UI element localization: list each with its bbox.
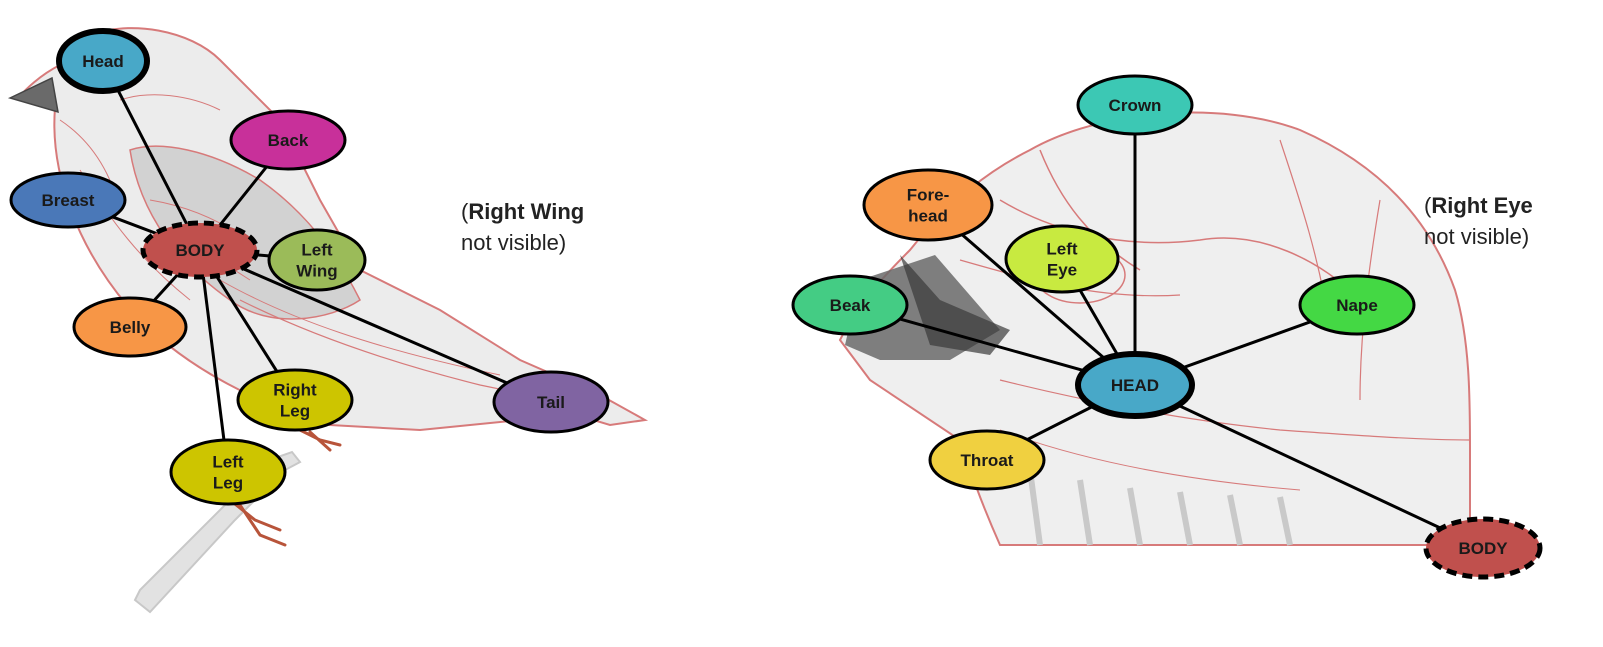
note-right-eye: (Right Eye not visible) xyxy=(1424,190,1533,252)
node-label: Leg xyxy=(280,402,310,421)
node-ellipse xyxy=(236,368,354,432)
note-rest: not visible) xyxy=(461,230,567,255)
node-belly: Belly xyxy=(72,296,188,358)
node-beak: Beak xyxy=(791,274,909,336)
node-ellipse xyxy=(9,171,127,229)
edge-body-tail xyxy=(199,248,552,404)
node-label: Nape xyxy=(1336,296,1378,315)
node-label: head xyxy=(908,207,948,226)
node-ellipse xyxy=(1076,74,1194,136)
node-ellipse xyxy=(140,220,260,280)
node-ellipse xyxy=(1004,224,1120,294)
node-label: Crown xyxy=(1109,96,1162,115)
note-right-wing: (Right Wing not visible) xyxy=(461,196,584,258)
node-label: Tail xyxy=(537,393,565,412)
node-label: Belly xyxy=(110,318,151,337)
node-label: Back xyxy=(268,131,309,150)
node-ellipse xyxy=(56,28,150,94)
node-body-r: BODY xyxy=(1423,516,1543,580)
node-back: Back xyxy=(229,109,347,171)
node-ellipse xyxy=(1075,351,1195,419)
node-ellipse xyxy=(928,429,1046,491)
node-label: Left xyxy=(301,241,333,260)
note-bold: Right Eye xyxy=(1431,193,1533,218)
node-label: HEAD xyxy=(1111,376,1159,395)
note-rest: not visible) xyxy=(1424,224,1530,249)
node-label: Head xyxy=(82,52,124,71)
node-label: Wing xyxy=(296,262,337,281)
edge-body-head xyxy=(101,60,202,251)
note-bold: Right Wing xyxy=(468,199,585,224)
node-body: BODY xyxy=(140,220,260,280)
node-label: BODY xyxy=(175,241,225,260)
node-head-center: HEAD xyxy=(1075,351,1195,419)
node-throat: Throat xyxy=(928,429,1046,491)
node-label: Beak xyxy=(830,296,871,315)
node-label: Right xyxy=(273,381,317,400)
node-ellipse xyxy=(72,296,188,358)
node-head: Head xyxy=(56,28,150,94)
node-breast: Breast xyxy=(9,171,127,229)
note-open-paren: ( xyxy=(461,199,469,224)
node-label: Breast xyxy=(42,191,95,210)
node-label: Left xyxy=(212,453,244,472)
edge-head-center-body-r xyxy=(1134,383,1484,550)
node-label: Eye xyxy=(1047,261,1077,280)
node-label: Throat xyxy=(961,451,1014,470)
node-label: Left xyxy=(1046,240,1078,259)
node-nape: Nape xyxy=(1298,274,1416,336)
node-ellipse xyxy=(492,370,610,434)
node-ellipse xyxy=(267,228,367,292)
node-ellipse xyxy=(229,109,347,171)
edge-body-left-leg xyxy=(198,249,230,473)
node-ellipse xyxy=(862,168,994,242)
node-label: BODY xyxy=(1458,539,1508,558)
node-ellipse xyxy=(1423,516,1543,580)
node-ellipse xyxy=(1298,274,1416,336)
node-ellipse xyxy=(169,438,287,506)
node-crown: Crown xyxy=(1076,74,1194,136)
note-open-paren: ( xyxy=(1424,193,1432,218)
node-forehead: Fore-head xyxy=(862,168,994,242)
node-label: Leg xyxy=(213,474,243,493)
node-ellipse xyxy=(791,274,909,336)
node-label: Fore- xyxy=(907,186,950,205)
node-tail: Tail xyxy=(492,370,610,434)
